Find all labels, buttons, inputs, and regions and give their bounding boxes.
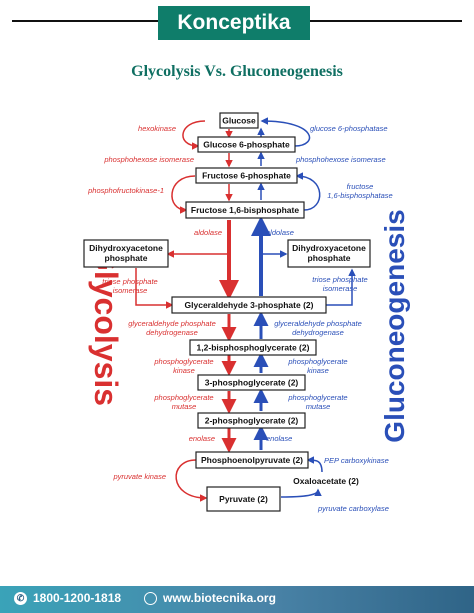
glucose-box <box>219 112 259 129</box>
pfk1-arrow <box>171 175 196 214</box>
enzyme-hexokinase: hexokinase <box>138 124 176 133</box>
enzyme-pepck: PEP carboxykinase <box>324 456 389 465</box>
dhap-left-line2: phosphate <box>105 253 148 263</box>
fructose-6-phosphate-label: Fructose 6-phosphate <box>202 171 291 181</box>
enzyme-pyruvate-carboxylase: pyruvate carboxylase <box>317 504 389 513</box>
3pg-label: 3-phosphoglycerate (2) <box>205 378 299 388</box>
pgk-b-line1: phosphoglycerate <box>287 357 347 366</box>
enzyme-pfk1: phosphofructokinase-1 <box>87 186 164 195</box>
glucose-6-phosphatase-arrow <box>260 117 311 147</box>
phone-icon: ✆ <box>14 591 27 605</box>
enzyme-enolase-glycolysis: enolase <box>189 434 215 443</box>
pyruvate-carboxylase-arrow <box>280 488 322 498</box>
2pg-box <box>197 412 306 429</box>
arrow-dhap-to-g3p <box>135 268 174 309</box>
pyruvate-kinase-arrow <box>175 459 208 502</box>
gapdh-line2: dehydrogenase <box>146 328 198 337</box>
pep-label: Phosphoenolpyruvate (2) <box>201 455 303 465</box>
footer-phone[interactable]: ✆ 1800-1200-1818 <box>14 591 121 605</box>
arrow-g3p-to-dhap <box>326 268 356 306</box>
gapdh-line1: glyceraldehyde phosphate <box>128 319 216 328</box>
pgm-line2: mutase <box>172 402 197 411</box>
phone-number: 1800-1200-1818 <box>33 591 122 605</box>
footer-website[interactable]: www.biotecnika.org <box>144 591 276 605</box>
oxaloacetate-label: Oxaloacetate (2) <box>293 476 359 486</box>
g3p-box <box>171 296 327 314</box>
pgm-b-line1: phosphoglycerate <box>287 393 347 402</box>
fbpase-line1: fructose <box>347 182 374 191</box>
bpg-label: 1,2-bisphosphoglycerate (2) <box>197 343 310 353</box>
gapdh-b-line1: glyceraldehyde phosphate <box>274 319 362 328</box>
dhap-right-line2: phosphate <box>308 253 351 263</box>
tpi-b-line2: isomerase <box>323 284 358 293</box>
pep-carboxykinase-arrow <box>306 456 323 473</box>
pyruvate-box <box>206 486 281 512</box>
fbpase-arrow <box>295 172 321 211</box>
glucose-label: Glucose <box>222 116 256 126</box>
pgk-b-line2: kinase <box>307 366 329 375</box>
tpi-line1: triose phosphate <box>102 277 157 286</box>
tpi-line2: isomerase <box>113 286 148 295</box>
page-title: Glycolysis Vs. Gluconeogenesis <box>131 63 343 80</box>
enzyme-aldolase-gluconeo: aldolase <box>266 228 294 237</box>
enzyme-phi-glycolysis: phosphohexose isomerase <box>103 155 194 164</box>
pgm-b-line2: mutase <box>306 402 331 411</box>
enzyme-enolase-gluconeo: enolase <box>266 434 292 443</box>
fbpase-line2: 1,6-bisphosphatase <box>327 191 392 200</box>
gluconeogenesis-label: Gluconeogenesis <box>379 209 410 442</box>
bpg-box <box>189 339 317 356</box>
pep-box <box>195 451 309 469</box>
fructose-bisphosphate-label: Fructose 1,6-bisphosphate <box>191 205 299 215</box>
enzyme-g6pase: glucose 6-phosphatase <box>310 124 388 133</box>
header-rule-right <box>306 20 462 22</box>
pgm-line1: phosphoglycerate <box>153 393 213 402</box>
brand-logo: Konceptika <box>158 6 310 40</box>
enzyme-pyruvate-kinase: pyruvate kinase <box>112 472 166 481</box>
dhap-right-line: Dihydroxyacetone <box>292 243 366 253</box>
3pg-box <box>197 374 306 391</box>
enzyme-aldolase-glycolysis: aldolase <box>194 228 222 237</box>
hexokinase-arrow <box>182 120 206 150</box>
glucose-6-phosphate-box <box>197 136 296 153</box>
2pg-label: 2-phosphoglycerate (2) <box>205 416 299 426</box>
pyruvate-label: Pyruvate (2) <box>219 494 268 504</box>
fructose-bisphosphate-box <box>185 201 305 219</box>
dhap-left-line: Dihydroxyacetone <box>89 243 163 253</box>
footer-bar <box>0 586 474 613</box>
tpi-b-line1: triose phosphate <box>312 275 367 284</box>
glucose-6-phosphate-label: Glucose 6-phosphate <box>203 140 290 150</box>
header-rule-left <box>12 20 162 22</box>
website-url: www.biotecnika.org <box>163 591 276 605</box>
globe-icon <box>144 591 157 605</box>
glycolysis-label: Glycolysis <box>88 246 124 406</box>
gapdh-b-line2: dehydrogenase <box>292 328 344 337</box>
pgk-line2: kinase <box>173 366 195 375</box>
g3p-label: Glyceraldehyde 3-phosphate (2) <box>185 300 314 310</box>
pgk-line1: phosphoglycerate <box>153 357 213 366</box>
dhap-right-box <box>287 239 371 268</box>
fructose-6-phosphate-box <box>195 167 298 184</box>
dhap-left-box <box>83 239 169 268</box>
enzyme-phi-gluconeo: phosphohexose isomerase <box>295 155 386 164</box>
